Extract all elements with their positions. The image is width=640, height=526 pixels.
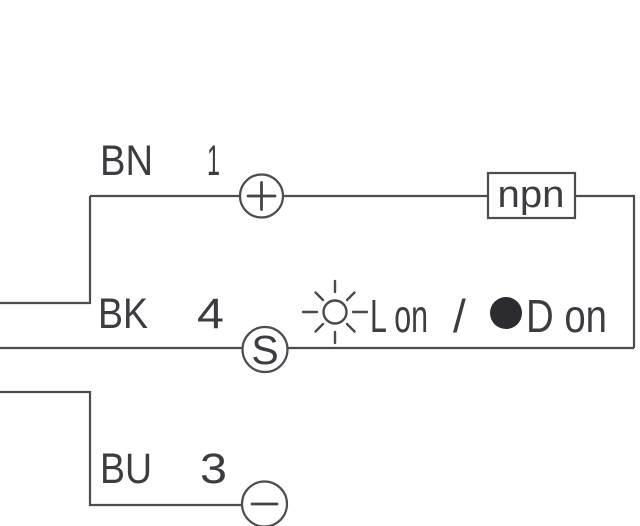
switch-output-terminal-circle <box>241 325 289 374</box>
bu-wire-label: BU <box>100 445 152 493</box>
switch-output-terminal-label: S <box>251 327 278 373</box>
output-type-label: npn <box>498 174 565 216</box>
dark-on-dot-icon <box>490 297 522 329</box>
dark-on-label: D on <box>526 290 607 342</box>
upper-left-stub-wire <box>0 196 92 305</box>
bk-pin-number: 4 <box>197 290 224 338</box>
light-on-label: L on <box>370 290 428 342</box>
bn-wire-label: BN <box>100 137 153 185</box>
bk-wire-label: BK <box>98 290 148 338</box>
output-type-box <box>486 171 577 220</box>
bu-wire <box>0 390 243 507</box>
light-on-sun-icon <box>301 279 369 345</box>
bn-pin-number: 1 <box>207 137 220 185</box>
bu-pin-number: 3 <box>200 445 227 493</box>
indicator-separator: / <box>453 290 466 342</box>
plus-terminal-icon <box>246 181 277 211</box>
